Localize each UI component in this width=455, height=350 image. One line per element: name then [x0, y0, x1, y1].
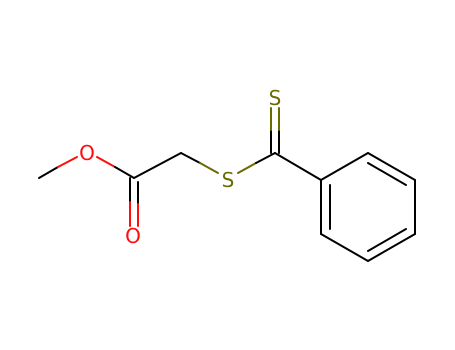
bond-methyl-ester-oxygen [38, 156, 78, 179]
bond-ester-oxygen-carbonyl-carbon [96, 156, 135, 179]
atom-carbonyl-oxygen: O [125, 224, 141, 248]
bond-thiocarbonyl-carbon-phenyl [274, 152, 322, 181]
atom-thione-sulfur: S [269, 86, 282, 110]
benzene-ring [320, 152, 416, 262]
bond-carbonyl-carbon-methylene [133, 152, 182, 179]
atom-ester-oxygen: O [79, 141, 95, 165]
bond-thione-double [270, 107, 280, 154]
atom-thioether-sulfur: S [222, 168, 235, 192]
bond-methylene-thioether-sulfur [180, 152, 219, 174]
bond-carbonyl-double [129, 177, 139, 227]
bond-thioether-sulfur-thiocarbonyl-carbon [237, 152, 276, 174]
